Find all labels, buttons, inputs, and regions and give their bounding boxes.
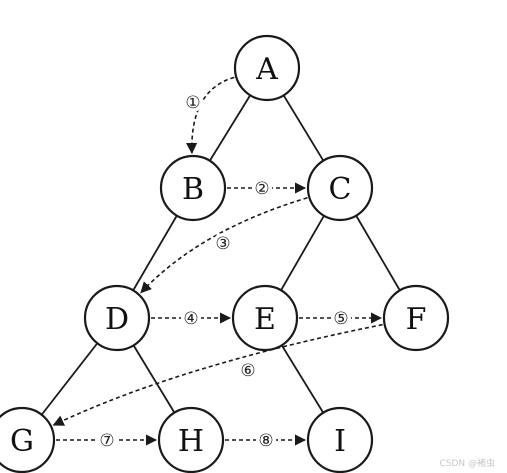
traversal-order-bg-4	[181, 308, 201, 328]
traversal-order-5: ⑤	[333, 309, 348, 329]
node-f: F	[382, 284, 450, 352]
edge-b-d	[132, 215, 178, 291]
traversal-order-3: ③	[215, 234, 230, 254]
traversal-order-bg-2	[252, 178, 272, 198]
traversal-order-labels: ① ② ③ ④ ⑤ ⑥ ⑦ ⑧	[97, 92, 351, 451]
edge-d-g	[40, 342, 99, 416]
watermark: CSDN @褚虫	[439, 459, 495, 469]
node-circle-c	[306, 154, 374, 222]
edge-a-c	[282, 94, 325, 162]
node-label-g: G	[10, 424, 34, 459]
node-label-d: D	[105, 302, 129, 337]
node-e: E	[231, 284, 299, 352]
node-circle-b	[159, 154, 227, 222]
node-g: G	[0, 406, 56, 473]
edge-e-i	[280, 344, 325, 414]
edge-c-f	[355, 215, 401, 291]
node-b: B	[159, 154, 227, 222]
node-i: I	[306, 406, 374, 473]
traversal-arrow-6	[52, 323, 383, 426]
traversal-order-bg-3	[213, 233, 233, 253]
edge-a-b	[209, 94, 251, 162]
traversal-order-4: ④	[183, 309, 198, 329]
node-circle-g	[0, 406, 56, 473]
node-c: C	[306, 154, 374, 222]
traversal-order-bg-7	[97, 430, 117, 450]
node-circle-e	[231, 284, 299, 352]
node-label-b: B	[182, 172, 204, 207]
node-circle-d	[83, 284, 151, 352]
node-h: H	[157, 406, 225, 473]
node-circle-a	[233, 34, 301, 102]
node-circle-h	[157, 406, 225, 473]
traversal-order-8: ⑧	[258, 431, 273, 451]
traversal-order-bg-6	[238, 360, 258, 380]
node-label-f: F	[406, 302, 427, 337]
node-label-a: A	[255, 52, 278, 87]
traversal-order-2: ②	[254, 179, 269, 199]
node-circle-i	[306, 406, 374, 473]
tree-nodes: A B C D E F G H I	[0, 34, 450, 473]
traversal-order-6: ⑥	[240, 361, 255, 381]
traversal-arrow-1	[186, 76, 235, 155]
traversal-order-7: ⑦	[99, 431, 114, 451]
node-label-e: E	[254, 302, 276, 337]
node-d: D	[83, 284, 151, 352]
traversal-order-bg-5	[331, 308, 351, 328]
traversal-order-1: ①	[185, 93, 200, 113]
traversal-order-bg-8	[256, 430, 276, 450]
edge-c-e	[280, 215, 325, 291]
traversal-arrows	[52, 76, 383, 446]
node-a: A	[233, 34, 301, 102]
node-label-i: I	[334, 424, 346, 459]
tree-edges	[40, 94, 401, 416]
node-label-c: C	[329, 172, 352, 207]
edge-d-h	[132, 344, 176, 414]
node-label-h: H	[178, 424, 204, 459]
node-circle-f	[382, 284, 450, 352]
traversal-order-bg-1	[183, 92, 203, 112]
